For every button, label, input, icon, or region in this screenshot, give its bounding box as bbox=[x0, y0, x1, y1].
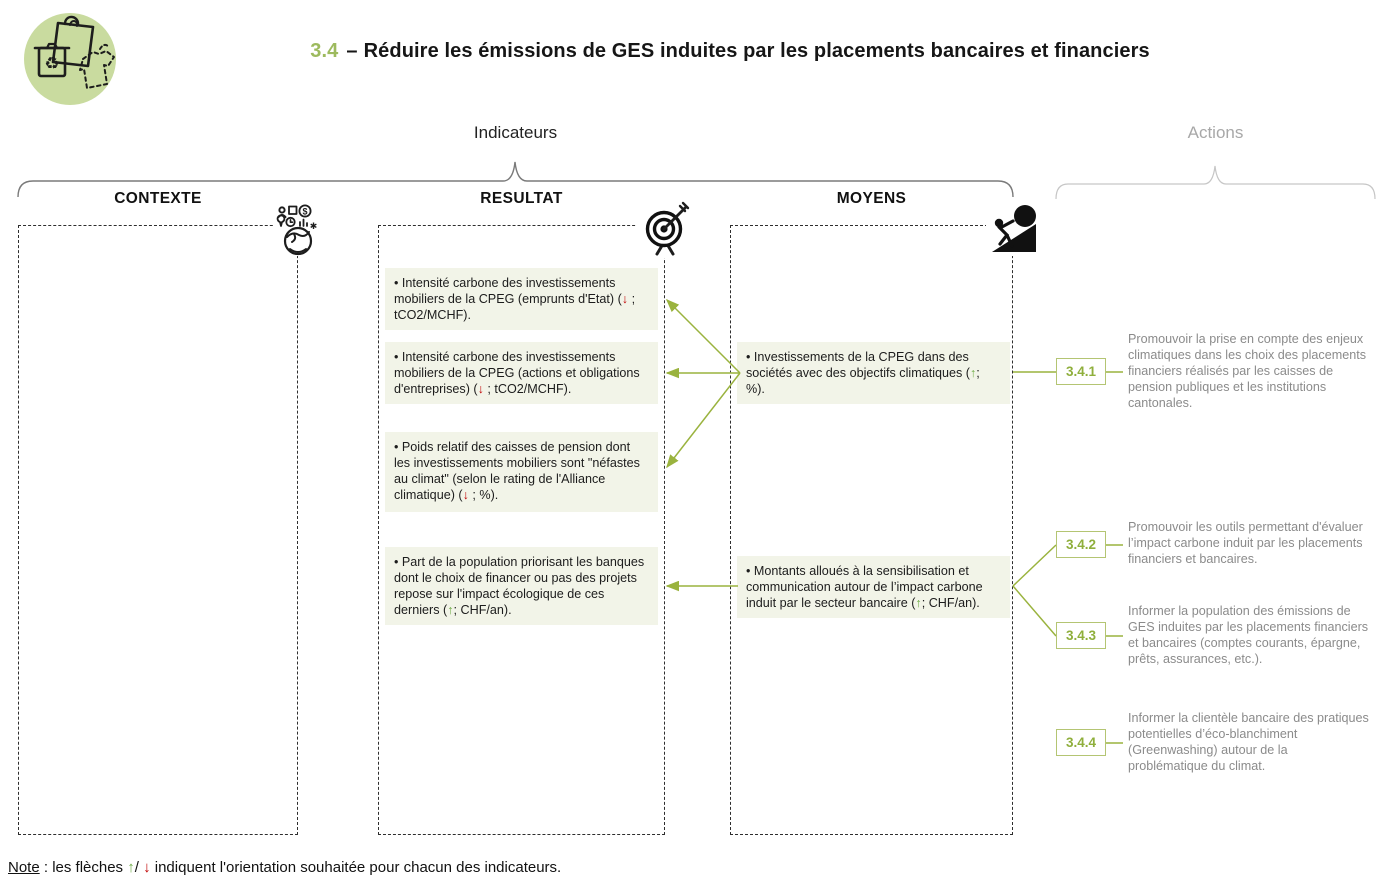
action-code-3-4-4: 3.4.4 bbox=[1056, 729, 1106, 756]
indicateurs-section-label: Indicateurs bbox=[473, 123, 558, 142]
title-number: 3.4 bbox=[310, 40, 339, 62]
line-moyens2-to-action342 bbox=[1012, 544, 1057, 587]
globe-context-icon: $ ✱ bbox=[274, 204, 326, 256]
action-code-3-4-3: 3.4.3 bbox=[1056, 622, 1106, 649]
action-code-3-4-1: 3.4.1 bbox=[1056, 358, 1106, 385]
contexte-column-box bbox=[18, 225, 298, 835]
footnote: Note : les flèches ↑/ ↓ indiquent l'orie… bbox=[8, 859, 561, 876]
indicator-moyens-2: • Montants alloués à la sensibilisation … bbox=[737, 556, 1010, 618]
indicator-resultat-4: • Part de la population priorisant les b… bbox=[385, 547, 658, 625]
action-text-3-4-2: Promouvoir les outils permettant d'évalu… bbox=[1128, 520, 1363, 566]
footnote-slash: / bbox=[134, 859, 144, 876]
title-text: Réduire les émissions de GES induites pa… bbox=[363, 40, 1150, 62]
recycling-bag-logo: ♻ bbox=[24, 13, 116, 105]
svg-text:♻: ♻ bbox=[44, 54, 59, 73]
action-text-3-4-1: Promouvoir la prise en compte des enjeux… bbox=[1128, 332, 1367, 410]
actions-section-label: Actions bbox=[1187, 123, 1244, 142]
moyens-column-box bbox=[730, 225, 1013, 835]
column-header-contexte: CONTEXTE bbox=[114, 190, 202, 207]
section-brackets bbox=[17, 161, 1376, 200]
footnote-post: indiquent l'orientation souhaitée pour c… bbox=[150, 859, 562, 876]
title-separator: – bbox=[346, 40, 358, 62]
target-dart-icon bbox=[636, 198, 694, 258]
down-arrow-icon: ↓ bbox=[143, 859, 151, 876]
footnote-label: Note bbox=[8, 859, 40, 876]
column-header-moyens: MOYENS bbox=[836, 190, 907, 207]
indicator-resultat-3: • Poids relatif des caisses de pension d… bbox=[385, 432, 658, 512]
footnote-pre: : les flèches bbox=[39, 859, 128, 876]
indicator-moyens-1: • Investissements de la CPEG dans des so… bbox=[737, 342, 1010, 404]
column-header-resultat: RESULTAT bbox=[480, 190, 563, 207]
action-code-3-4-2: 3.4.2 bbox=[1056, 531, 1106, 558]
indicator-resultat-2: • Intensité carbone des investissements … bbox=[385, 342, 658, 404]
person-pushing-boulder-icon bbox=[986, 202, 1040, 256]
up-arrow-icon: ↑ bbox=[127, 859, 135, 876]
svg-text:✱: ✱ bbox=[310, 221, 318, 231]
page-title: 3.4–Réduire les émissions de GES induite… bbox=[200, 40, 1260, 63]
indicator-resultat-1: • Intensité carbone des investissements … bbox=[385, 268, 658, 330]
action-text-3-4-3: Informer la population des émissions de … bbox=[1128, 604, 1369, 666]
resultat-column-box bbox=[378, 225, 665, 835]
svg-text:$: $ bbox=[302, 206, 307, 216]
actions-bracket bbox=[1055, 165, 1376, 200]
line-moyens2-to-action343 bbox=[1012, 585, 1057, 637]
action-text-3-4-4: Informer la clientèle bancaire des prati… bbox=[1128, 711, 1369, 773]
